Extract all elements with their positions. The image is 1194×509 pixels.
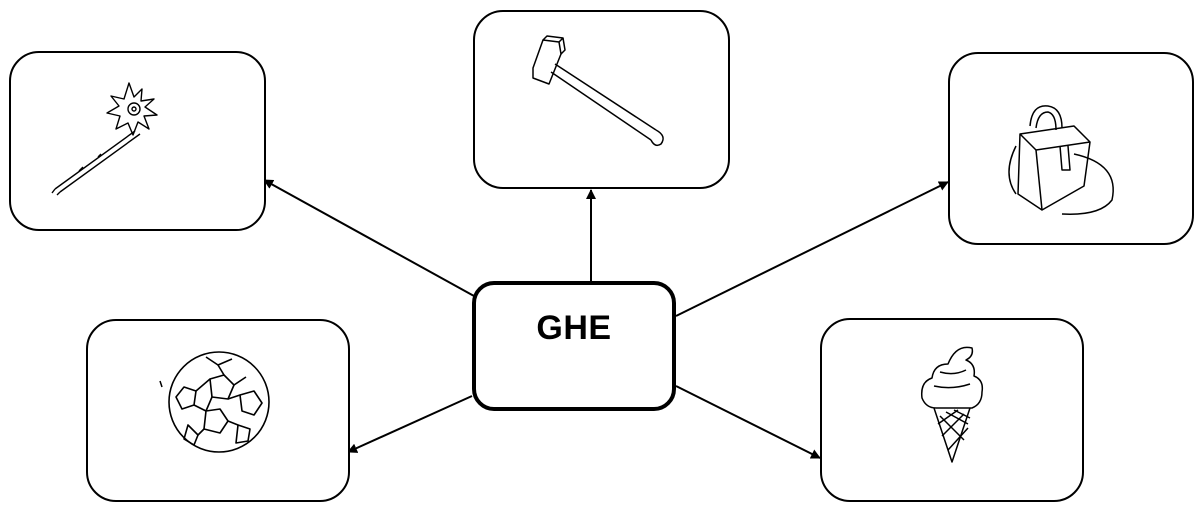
- item-box-icecream: [820, 318, 1084, 502]
- hammer-icon: [532, 35, 664, 147]
- item-box-hammer: [473, 10, 730, 189]
- arrow-to-wand: [263, 179, 475, 297]
- soccer-ball-icon: [159, 351, 270, 453]
- ice-cream-cone-icon: [920, 346, 984, 463]
- item-box-bag: [948, 52, 1194, 245]
- bag-icon: [1008, 105, 1114, 215]
- arrow-to-bag: [675, 181, 949, 317]
- magic-wand-icon: [51, 82, 158, 196]
- arrow-to-icecream: [675, 385, 821, 459]
- center-node: GHE: [472, 281, 676, 411]
- arrow-to-ball: [347, 395, 473, 453]
- center-label: GHE: [536, 309, 612, 347]
- item-box-ball: [86, 319, 350, 502]
- item-box-wand: [9, 51, 266, 231]
